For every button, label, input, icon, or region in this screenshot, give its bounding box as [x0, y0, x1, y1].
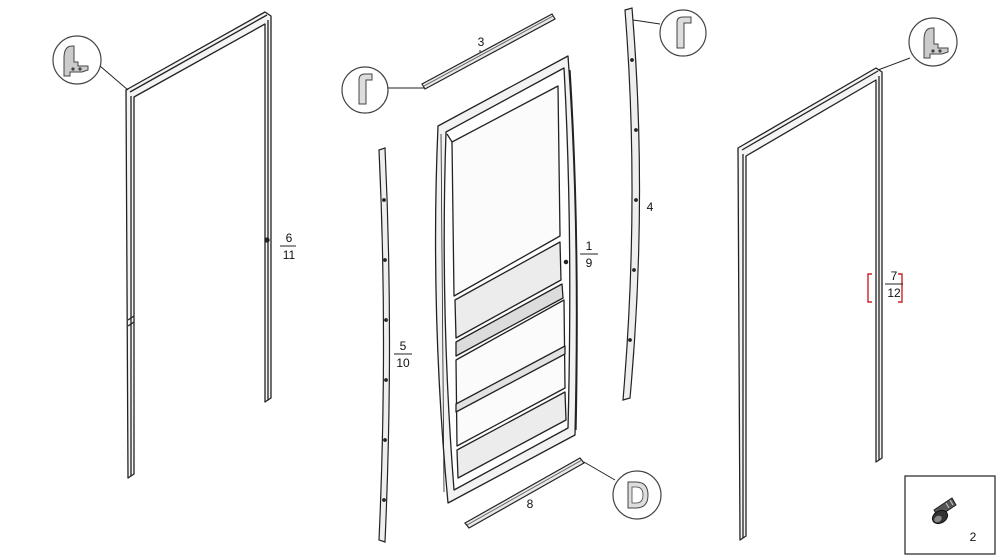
left-door-frame-seal: [125, 11, 272, 479]
leader-line: [583, 461, 616, 481]
screw-inset-box: 2: [904, 475, 996, 555]
callout-1-9: 1 9: [580, 239, 598, 270]
seal-profile-icon: [52, 35, 102, 85]
callout-3: 3: [478, 35, 485, 49]
leader-line: [99, 65, 129, 91]
callout-5-10: 5 10: [394, 339, 412, 370]
d-profile-icon: [612, 470, 662, 520]
callout-8: 8: [527, 497, 534, 511]
callout-6: 6: [286, 231, 293, 245]
door-panel: [434, 55, 578, 504]
clip-profile-icon: [341, 66, 389, 114]
seal-profile-icon: [908, 17, 958, 67]
leader-line: [877, 57, 911, 71]
callout-10: 10: [396, 356, 410, 370]
left-vertical-seal-strip: [378, 147, 391, 543]
callout-7: 7: [891, 269, 898, 283]
callout-11: 11: [283, 248, 296, 262]
highlight-bracket-right: [898, 273, 903, 303]
callout-4: 4: [647, 200, 654, 214]
top-seal-strip: [421, 13, 556, 90]
callout-1: 1: [586, 239, 593, 253]
callout-2: 2: [970, 530, 977, 544]
bottom-seal-strip: [464, 457, 585, 529]
callout-7-12: 7 12: [867, 269, 903, 303]
leader-line: [632, 19, 661, 25]
right-door-frame-seal: [737, 67, 883, 541]
screw-icon: [931, 497, 957, 525]
callout-6-11: 6 11: [280, 231, 296, 262]
right-vertical-seal-strip: [622, 7, 641, 401]
clip-profile-icon: [659, 9, 707, 57]
callout-9: 9: [586, 256, 593, 270]
highlight-bracket-left: [867, 273, 872, 303]
callout-12: 12: [887, 286, 901, 300]
callout-5: 5: [400, 339, 407, 353]
